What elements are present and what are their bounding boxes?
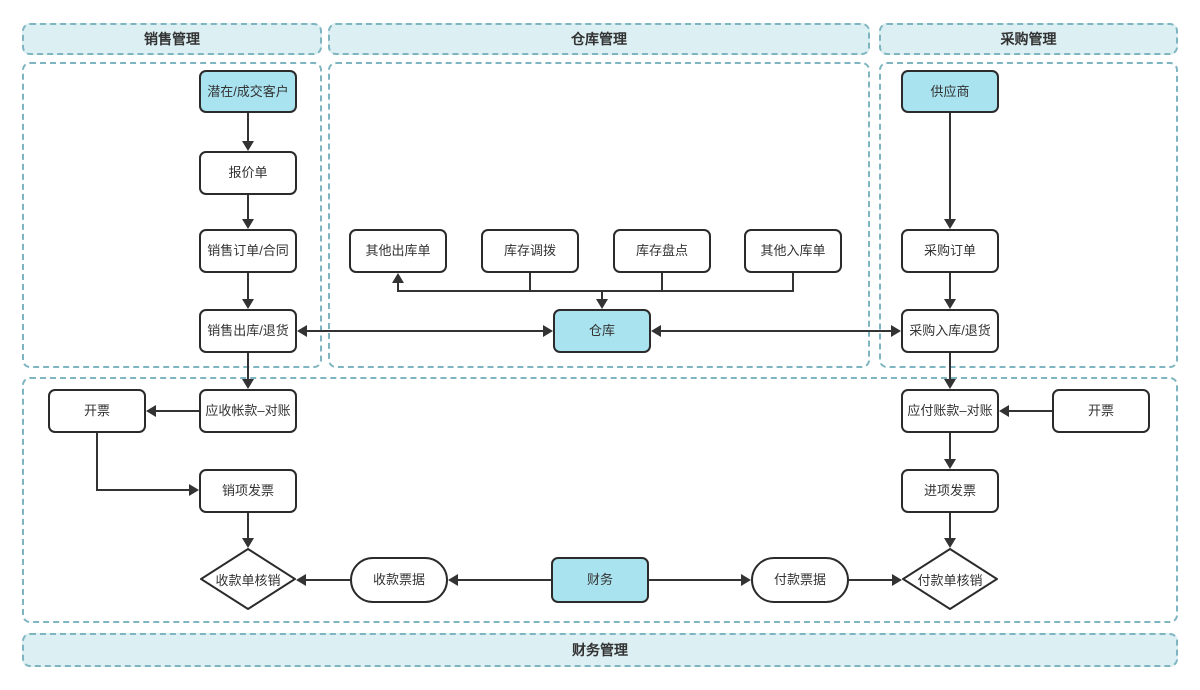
node-receipt-writeoff-label: 收款单核销 (215, 572, 281, 588)
edge-ar-invoice-arrow (146, 405, 156, 417)
edge-bus-warehouse-arrow (596, 299, 608, 309)
edge-salesoutbound-ar-line (247, 353, 249, 379)
edge-warehouse-purchaseinbound-arrow-left (651, 325, 661, 337)
lane-header-sales: 销售管理 (22, 23, 322, 55)
node-inventory-transfer: 库存调拨 (481, 229, 579, 273)
edge-invoice-salesinvoice-vline (96, 433, 98, 491)
node-payment-bill: 付款票据 (751, 557, 849, 603)
edge-purchaseinvoice-paymentwriteoff-arrow (944, 538, 956, 548)
edge-salesinvoice-receiptwriteoff-arrow (242, 538, 254, 548)
edge-purchaseorder-purchaseinbound-arrow (944, 299, 956, 309)
lane-body-warehouse (328, 62, 870, 368)
lane-header-finance: 财务管理 (22, 633, 1178, 667)
node-receipt-writeoff: 收款单核销 (200, 548, 296, 610)
edge-invoice-salesinvoice-arrow (189, 484, 199, 496)
node-sales-order: 销售订单/合同 (199, 229, 297, 273)
edge-supplier-purchaseorder-line (949, 113, 951, 219)
edge-warehouse-purchaseinbound-arrow-right (891, 325, 901, 337)
edge-finance-paymentbill-line (649, 579, 741, 581)
edge-bus-warehouse-line (601, 290, 603, 299)
edge-bus-line (397, 290, 793, 292)
edge-ap-purchaseinvoice-arrow (944, 459, 956, 469)
edge-customer-quotation-arrow (242, 141, 254, 151)
edge-salesoutbound-warehouse-arrow-left (297, 325, 307, 337)
node-sales-outbound: 销售出库/退货 (199, 309, 297, 353)
lane-header-purchase: 采购管理 (879, 23, 1178, 55)
node-supplier: 供应商 (901, 70, 999, 113)
node-quotation: 报价单 (199, 151, 297, 195)
edge-salesorder-salesoutbound-arrow (242, 299, 254, 309)
node-warehouse: 仓库 (553, 309, 651, 353)
node-ar-reconcile: 应收帐款–对账 (199, 389, 297, 433)
node-inventory-count: 库存盘点 (613, 229, 711, 273)
edge-quotation-salesorder-arrow (242, 219, 254, 229)
lane-body-finance (22, 377, 1178, 623)
node-payment-writeoff-label: 付款单核销 (917, 572, 983, 588)
node-ap-reconcile: 应付账款–对账 (901, 389, 999, 433)
edge-receiptbill-receiptwriteoff-line (306, 579, 350, 581)
edge-paymentbill-paymentwriteoff-arrow (892, 574, 902, 586)
node-purchase-inbound: 采购入库/退货 (901, 309, 999, 353)
edge-ar-invoice-line (156, 410, 199, 412)
edge-quotation-salesorder-line (247, 195, 249, 219)
edge-salesoutbound-ar-arrow (242, 379, 254, 389)
edge-finance-receiptbill-line (458, 579, 551, 581)
edge-purchaseinbound-ap-arrow (944, 379, 956, 389)
edge-ap-purchaseinvoice-line (949, 433, 951, 459)
node-invoice-purchase: 开票 (1052, 389, 1150, 433)
edge-finance-receiptbill-arrow (448, 574, 458, 586)
edge-invoicepurchase-ap-arrow (999, 405, 1009, 417)
node-invoice-sales: 开票 (48, 389, 146, 433)
node-other-inbound: 其他入库单 (744, 229, 842, 273)
node-receipt-bill: 收款票据 (350, 557, 448, 603)
edge-salesinvoice-receiptwriteoff-line (247, 513, 249, 538)
edge-warehouse-purchaseinbound-line (661, 330, 891, 332)
edge-purchaseorder-purchaseinbound-line (949, 273, 951, 299)
edge-bus-otheroutbound-line (397, 283, 399, 292)
lane-header-warehouse: 仓库管理 (328, 23, 870, 55)
diamond-shape (200, 548, 296, 610)
diamond-shape (902, 548, 998, 610)
node-finance: 财务 (551, 557, 649, 603)
edge-paymentbill-paymentwriteoff-line (849, 579, 892, 581)
lane-body-purchase (879, 62, 1178, 368)
node-purchase-order: 采购订单 (901, 229, 999, 273)
edge-bus-otheroutbound-arrow (392, 273, 404, 283)
node-sales-invoice: 销项发票 (199, 469, 297, 513)
edge-salesoutbound-warehouse-arrow-right (543, 325, 553, 337)
node-other-outbound: 其他出库单 (349, 229, 447, 273)
edge-inventorycount-bus-line (661, 273, 663, 292)
edge-invoice-salesinvoice-hline (96, 489, 189, 491)
edge-invoicepurchase-ap-line (1009, 410, 1052, 412)
edge-otherinbound-bus-line (792, 273, 794, 292)
edge-receiptbill-receiptwriteoff-arrow (296, 574, 306, 586)
edge-salesoutbound-warehouse-line (307, 330, 543, 332)
lane-body-sales (22, 62, 322, 368)
edge-supplier-purchaseorder-arrow (944, 219, 956, 229)
edge-finance-paymentbill-arrow (741, 574, 751, 586)
node-purchase-invoice: 进项发票 (901, 469, 999, 513)
edge-salesorder-salesoutbound-line (247, 273, 249, 299)
edge-purchaseinbound-ap-line (949, 353, 951, 379)
node-customer: 潜在/成交客户 (199, 70, 297, 113)
edge-inventorytransfer-bus-line (529, 273, 531, 292)
edge-customer-quotation-line (247, 113, 249, 141)
edge-purchaseinvoice-paymentwriteoff-line (949, 513, 951, 538)
node-payment-writeoff: 付款单核销 (902, 548, 998, 610)
